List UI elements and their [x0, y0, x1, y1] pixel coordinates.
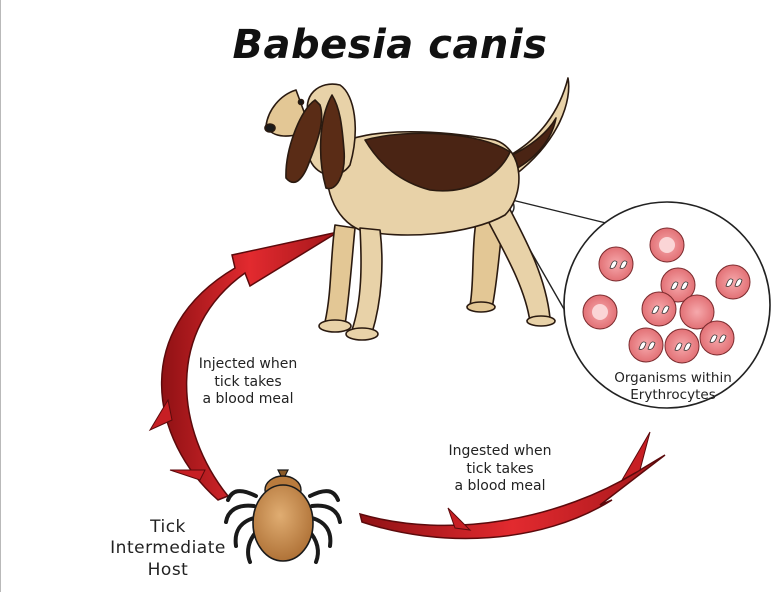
infected-erythrocyte [664, 328, 700, 364]
infected-erythrocyte [715, 264, 751, 300]
infected-erythrocyte [628, 327, 664, 363]
arrow-injected [148, 231, 339, 501]
infected-erythrocyte [699, 320, 735, 356]
label-tick-host: Tick Intermediate Host [110, 517, 226, 580]
infected-erythrocyte [598, 246, 634, 282]
diagram-title: Babesia canis [232, 22, 548, 68]
tick-body [252, 469, 314, 562]
erythrocyte-cell [649, 227, 685, 263]
left-border-line [0, 0, 1, 592]
label-organisms: Organisms within Erythrocytes [614, 370, 732, 403]
label-ingested: Ingested when tick takes a blood meal [448, 443, 552, 494]
infected-erythrocyte [641, 291, 677, 327]
infected-erythrocyte [660, 267, 696, 303]
dog-illustration [264, 77, 570, 341]
infected-erythrocyte [679, 294, 715, 330]
erythrocyte-cell [582, 294, 618, 330]
erythrocyte-zoom-circle [563, 201, 771, 409]
label-injected: Injected when tick takes a blood meal [198, 356, 298, 407]
arrow-ingested [358, 431, 666, 540]
